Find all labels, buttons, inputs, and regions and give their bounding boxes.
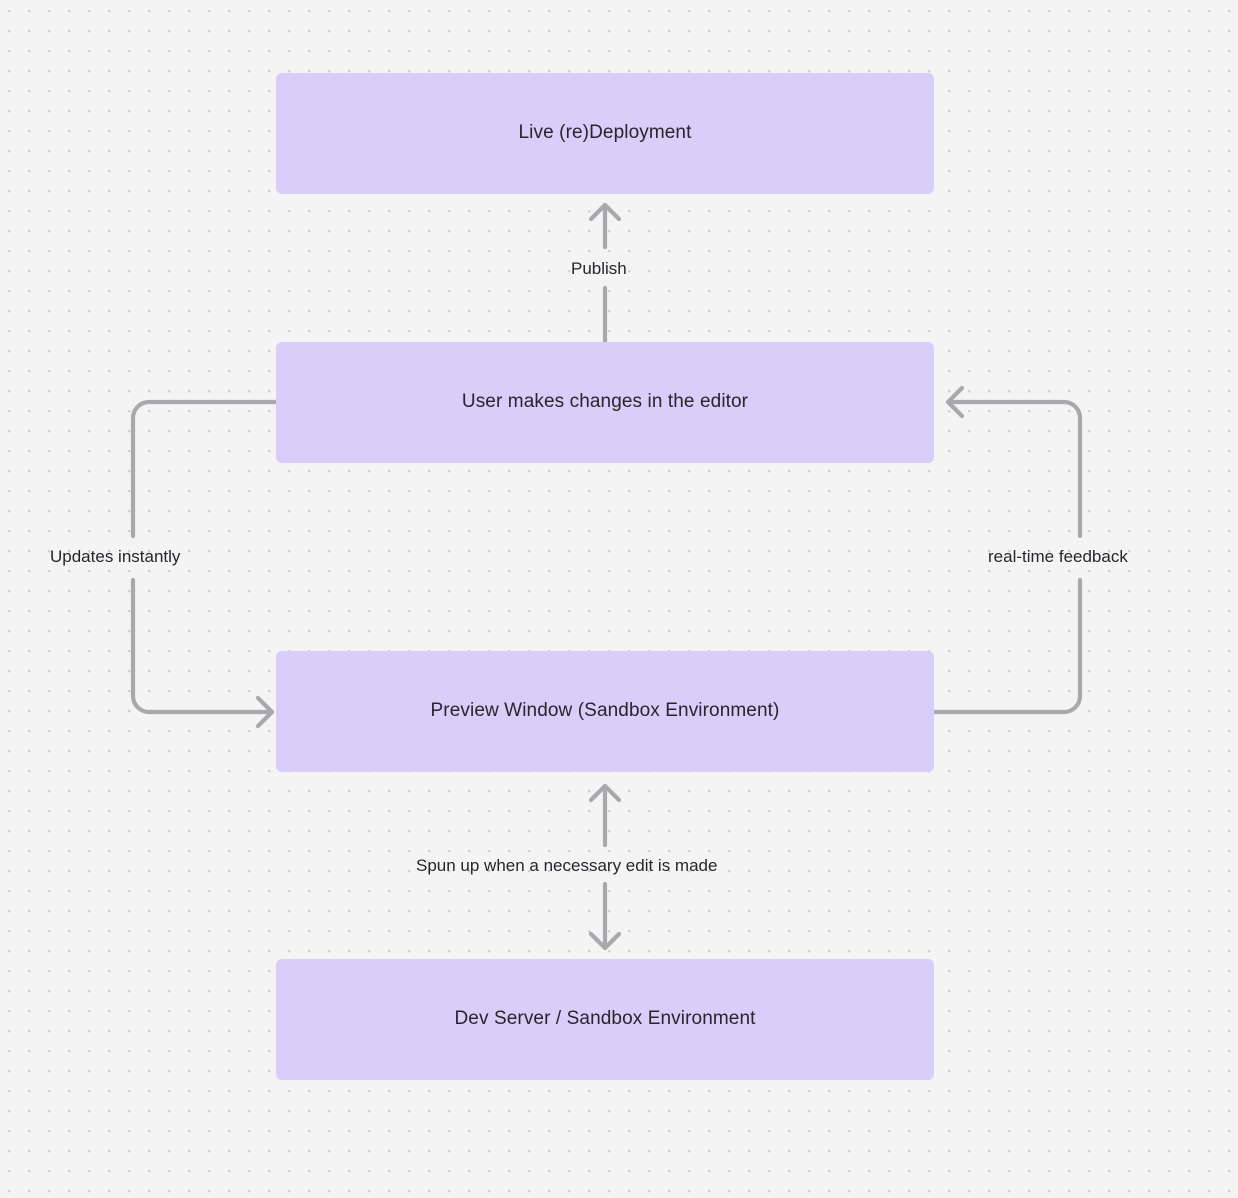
edge-realtime-upper-segment <box>945 399 1083 539</box>
node-live-redeployment-label: Live (re)Deployment <box>518 122 692 144</box>
node-dev-server[interactable]: Dev Server / Sandbox Environment <box>276 959 934 1080</box>
edge-publish-arrowhead-icon <box>588 202 622 222</box>
node-user-makes-changes[interactable]: User makes changes in the editor <box>276 342 934 463</box>
edge-label-real-time-feedback: real-time feedback <box>988 547 1128 566</box>
edge-updates-lower-segment <box>130 577 275 715</box>
edge-realtime-lower-segment <box>931 577 1083 715</box>
edge-label-updates-instantly: Updates instantly <box>50 547 181 566</box>
edge-updates-arrowhead-icon <box>255 695 275 729</box>
node-live-redeployment[interactable]: Live (re)Deployment <box>276 73 934 194</box>
edge-label-publish: Publish <box>571 259 627 278</box>
edge-spunup-arrowhead-down-icon <box>588 931 622 951</box>
edge-label-spun-up: Spun up when a necessary edit is made <box>416 856 718 875</box>
node-preview-window[interactable]: Preview Window (Sandbox Environment) <box>276 651 934 772</box>
edge-spunup-arrowhead-up-icon <box>588 783 622 803</box>
node-preview-window-label: Preview Window (Sandbox Environment) <box>430 700 780 722</box>
edge-updates-upper-segment <box>130 399 279 539</box>
node-user-makes-changes-label: User makes changes in the editor <box>461 391 749 413</box>
node-dev-server-label: Dev Server / Sandbox Environment <box>454 1008 756 1030</box>
edge-realtime-arrowhead-icon <box>945 385 965 419</box>
